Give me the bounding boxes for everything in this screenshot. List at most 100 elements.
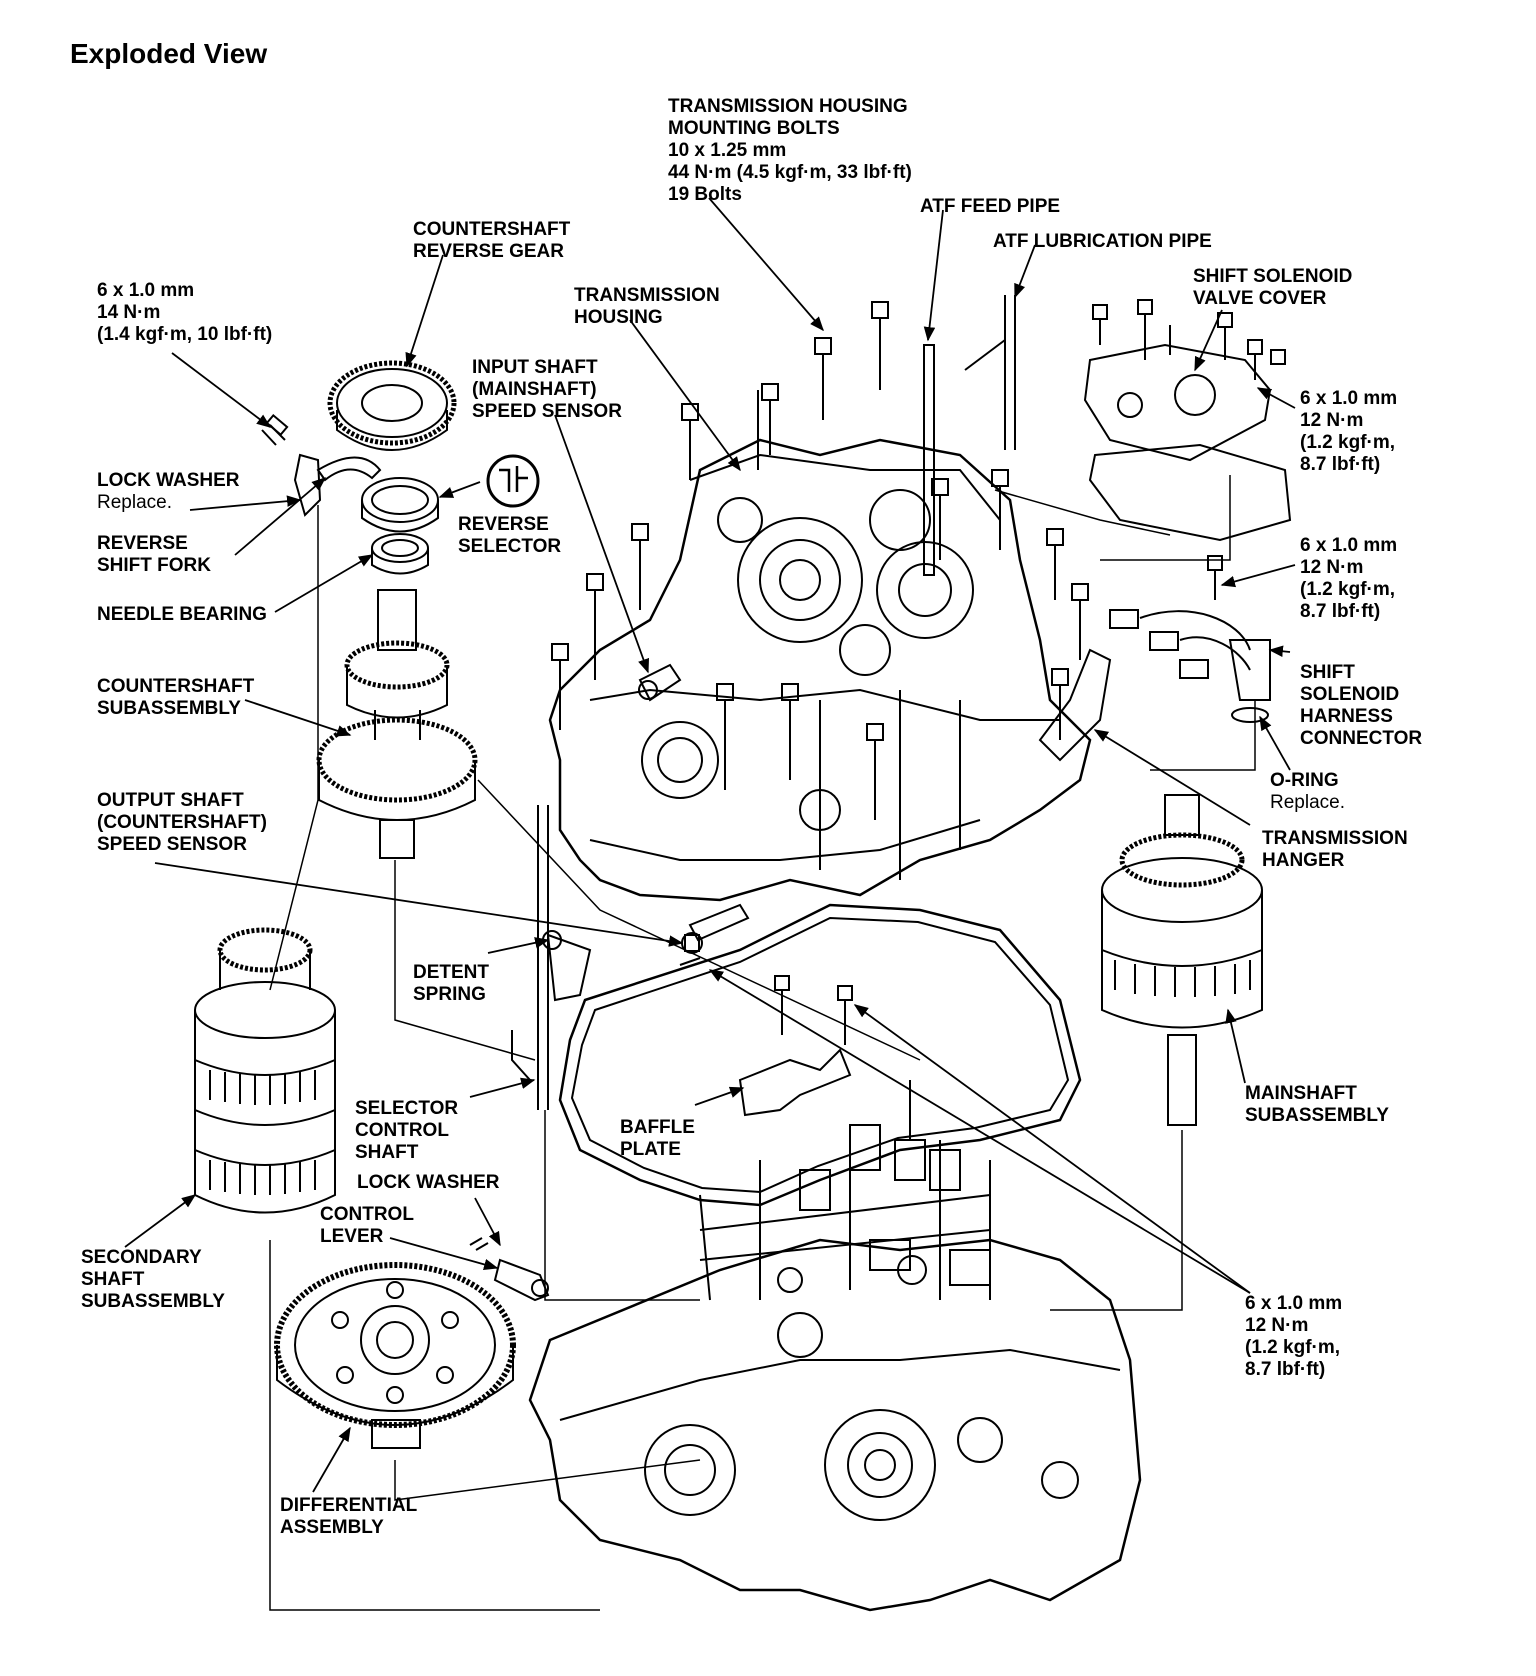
output-shaft-sensor-drawing <box>679 903 750 966</box>
secondary-shaft-line-2: SHAFT <box>81 1269 145 1290</box>
mainshaft-subassembly-drawing <box>1101 794 1263 1126</box>
page-title: Exploded View <box>70 38 268 69</box>
input-shaft-sensor-drawing <box>638 663 682 702</box>
bolt-12nm-harness-line-3: (1.2 kgf·m, <box>1300 579 1396 600</box>
lock-washer-bottom-line-1: LOCK WASHER <box>357 1172 500 1193</box>
bolt-12nm-bottom-line-3: (1.2 kgf·m, <box>1245 1337 1341 1358</box>
differential-assembly-line-1: DIFFERENTIAL <box>280 1495 418 1516</box>
atf-feed-pipe-line-1: ATF FEED PIPE <box>920 196 1061 217</box>
baffle-plate-line-2: PLATE <box>620 1139 681 1160</box>
shift-solenoid-cover-line-2: VALVE COVER <box>1193 288 1327 309</box>
transmission-hanger-line-2: HANGER <box>1262 850 1345 871</box>
shift-solenoid-harness-drawing <box>1109 555 1271 723</box>
atf-pipes <box>923 295 1016 576</box>
housing-bolts-line-3: 10 x 1.25 mm <box>668 140 787 161</box>
transmission-housing-line-1: TRANSMISSION <box>574 285 720 306</box>
reverse-selector-line-2: SELECTOR <box>458 536 562 557</box>
shift-solenoid-cover-line-1: SHIFT SOLENOID <box>1193 266 1353 287</box>
control-lever-line-2: LEVER <box>320 1226 384 1247</box>
housing-bolts-line-2: MOUNTING BOLTS <box>668 118 840 139</box>
shift-solenoid-harness-line-3: HARNESS <box>1300 706 1393 727</box>
lock-washer-and-fork-drawing <box>261 413 382 517</box>
reverse-selector-line-1: REVERSE <box>458 514 549 535</box>
output-shaft-sensor-line-1: OUTPUT SHAFT <box>97 790 244 811</box>
label-lock-washer-bottom: LOCK WASHER <box>357 1172 500 1194</box>
bolt-12nm-bottom-line-1: 6 x 1.0 mm <box>1245 1293 1343 1314</box>
baffle-plate-line-1: BAFFLE <box>620 1117 695 1138</box>
bolt-12nm-cover-line-2: 12 N·m <box>1300 410 1364 431</box>
bolt-12nm-harness-line-2: 12 N·m <box>1300 557 1364 578</box>
housing-bolts-line-1: TRANSMISSION HOUSING <box>668 96 908 117</box>
reverse-shift-fork-line-2: SHIFT FORK <box>97 555 211 576</box>
secondary-shaft-line-3: SUBASSEMBLY <box>81 1291 225 1312</box>
label-needle-bearing: NEEDLE BEARING <box>97 604 267 626</box>
label-input-shaft-speed-sensor: INPUT SHAFT(MAINSHAFT)SPEED SENSOR <box>472 357 622 423</box>
shift-solenoid-harness-line-1: SHIFT <box>1300 662 1355 683</box>
lock-washer-top-text: LOCK WASHER <box>97 470 240 491</box>
detent-spring-line-2: SPRING <box>413 984 486 1005</box>
control-lever-drawing <box>469 1237 550 1302</box>
transmission-hanger-drawing <box>1038 648 1112 762</box>
label-o-ring: O-RING Replace. <box>1270 770 1345 814</box>
countershaft-reverse-gear-drawing <box>327 360 457 451</box>
replace-note-1: Replace. <box>97 492 172 513</box>
detent-spring-line-1: DETENT <box>413 962 489 983</box>
input-shaft-sensor-line-3: SPEED SENSOR <box>472 401 622 422</box>
bolt-14nm-line-1: 6 x 1.0 mm <box>97 280 195 301</box>
secondary-shaft-line-1: SECONDARY <box>81 1247 202 1268</box>
selector-control-shaft-drawing <box>511 805 592 1110</box>
shift-solenoid-harness-line-4: CONNECTOR <box>1300 728 1423 749</box>
control-lever-line-1: CONTROL <box>320 1204 414 1225</box>
countershaft-subassembly-line-1: COUNTERSHAFT <box>97 676 255 697</box>
output-shaft-sensor-line-3: SPEED SENSOR <box>97 834 247 855</box>
label-lock-washer-top: LOCK WASHER Replace. <box>97 470 240 514</box>
o-ring-text: O-RING <box>1270 770 1339 791</box>
shift-solenoid-valve-cover-drawing <box>1083 299 1292 542</box>
housing-mounting-bolts <box>551 301 1089 820</box>
bolt-12nm-cover-line-1: 6 x 1.0 mm <box>1300 388 1398 409</box>
label-atf-feed-pipe: ATF FEED PIPE <box>920 196 1060 218</box>
countershaft-reverse-gear-line-2: REVERSE GEAR <box>413 241 564 262</box>
housing-bolts-line-4: 44 N·m (4.5 kgf·m, 33 lbf·ft) <box>668 162 912 183</box>
needle-bearing-drawing <box>371 533 429 575</box>
transmission-case-drawing <box>528 1238 1142 1612</box>
shift-solenoid-harness-line-2: SOLENOID <box>1300 684 1400 705</box>
bolt-12nm-bottom-line-4: 8.7 lbf·ft) <box>1245 1359 1326 1380</box>
mainshaft-subassembly-line-1: MAINSHAFT <box>1245 1083 1357 1104</box>
input-shaft-sensor-line-2: (MAINSHAFT) <box>472 379 597 400</box>
bolt-12nm-harness-line-4: 8.7 lbf·ft) <box>1300 601 1381 622</box>
transmission-housing-drawing <box>548 438 1092 902</box>
bolt-14nm-line-2: 14 N·m <box>97 302 161 323</box>
reverse-shift-fork-line-1: REVERSE <box>97 533 188 554</box>
output-shaft-sensor-line-2: (COUNTERSHAFT) <box>97 812 267 833</box>
differential-assembly-line-2: ASSEMBLY <box>280 1517 384 1538</box>
bolt-12nm-harness-line-1: 6 x 1.0 mm <box>1300 535 1398 556</box>
input-shaft-sensor-line-1: INPUT SHAFT <box>472 357 598 378</box>
transmission-hanger-line-1: TRANSMISSION <box>1262 828 1408 849</box>
selector-control-shaft-line-3: SHAFT <box>355 1142 419 1163</box>
replace-note-2: Replace. <box>1270 792 1345 813</box>
differential-assembly-drawing <box>274 1262 516 1449</box>
leader-arrows <box>124 197 1296 1493</box>
valve-body-drawing <box>699 1080 991 1301</box>
housing-bolts-line-5: 19 Bolts <box>668 184 742 205</box>
countershaft-reverse-gear-line-1: COUNTERSHAFT <box>413 219 571 240</box>
reverse-selector-symbol <box>486 454 540 508</box>
needle-bearing-line-1: NEEDLE BEARING <box>97 604 267 625</box>
